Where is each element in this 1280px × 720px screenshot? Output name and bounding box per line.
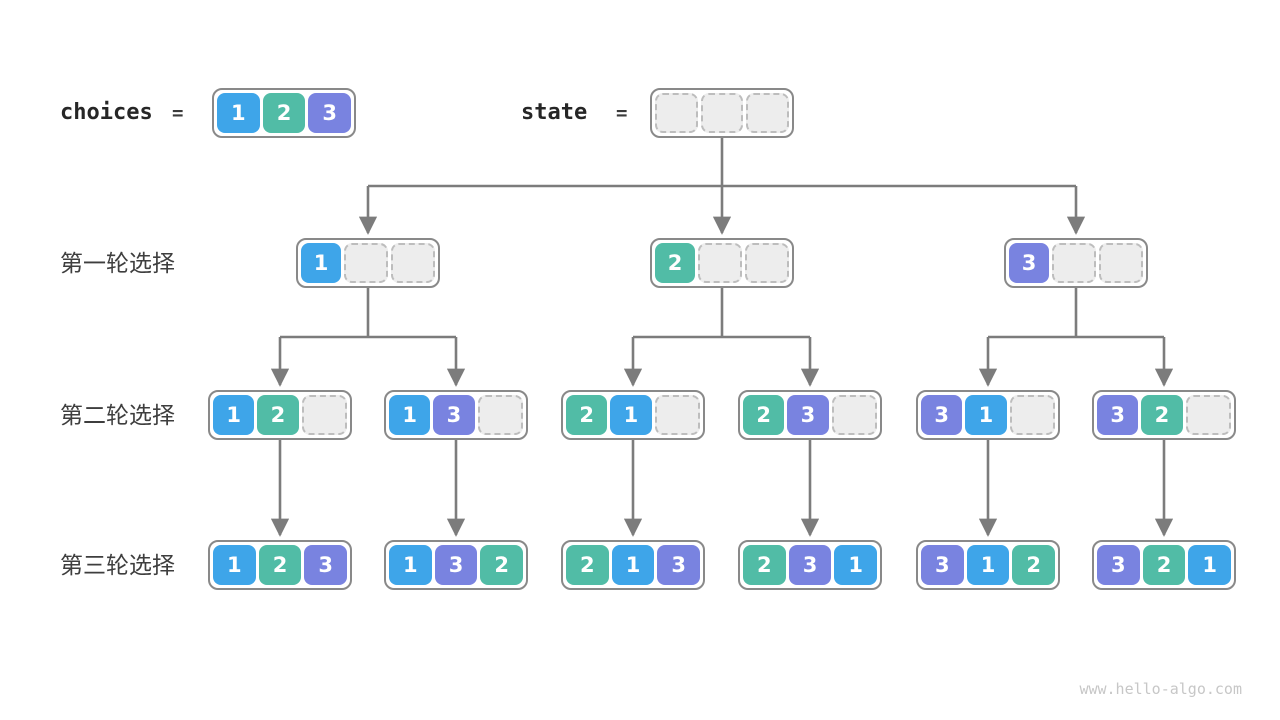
tree-node-round1-1: 1 [296, 238, 440, 288]
value-cell-3: 3 [1097, 545, 1140, 585]
empty-slot [1185, 395, 1231, 435]
value-cell-1: 1 [217, 93, 260, 133]
value-cell-1: 1 [1188, 545, 1232, 585]
value-cell-1: 1 [389, 395, 431, 435]
tree-node-round1-3: 3 [1004, 238, 1148, 288]
empty-slot [1009, 395, 1055, 435]
empty-slot [391, 243, 435, 283]
empty-slot [477, 395, 523, 435]
value-cell-3: 3 [1097, 395, 1139, 435]
empty-slot [745, 243, 789, 283]
value-cell-2: 2 [262, 93, 306, 133]
value-cell-3: 3 [788, 545, 832, 585]
value-cell-1: 1 [966, 545, 1010, 585]
empty-slot [831, 395, 877, 435]
empty-slot [700, 93, 744, 133]
value-cell-1: 1 [389, 545, 432, 585]
choices-label: choices [60, 100, 153, 125]
empty-slot [301, 395, 347, 435]
value-cell-3: 3 [657, 545, 701, 585]
choices-equals-sign: = [172, 102, 184, 124]
empty-slot [698, 243, 742, 283]
value-cell-1: 1 [965, 395, 1007, 435]
value-cell-3: 3 [433, 395, 475, 435]
value-cell-2: 2 [480, 545, 524, 585]
empty-slot [344, 243, 388, 283]
state-array-box [650, 88, 794, 138]
round-3-label: 第三轮选择 [60, 552, 175, 578]
value-cell-3: 3 [921, 395, 963, 435]
empty-slot [654, 395, 700, 435]
value-cell-2: 2 [258, 545, 302, 585]
value-cell-2: 2 [1141, 395, 1183, 435]
value-cell-1: 1 [213, 545, 256, 585]
value-cell-1: 1 [301, 243, 341, 283]
empty-slot [1052, 243, 1096, 283]
value-cell-1: 1 [834, 545, 878, 585]
value-cell-3: 3 [787, 395, 829, 435]
value-cell-2: 2 [257, 395, 299, 435]
value-cell-3: 3 [921, 545, 964, 585]
empty-slot [655, 93, 698, 133]
value-cell-2: 2 [566, 545, 609, 585]
value-cell-2: 2 [743, 395, 785, 435]
value-cell-3: 3 [434, 545, 478, 585]
value-cell-2: 2 [566, 395, 608, 435]
value-cell-2: 2 [655, 243, 695, 283]
state-label: state [521, 100, 588, 125]
value-cell-1: 1 [610, 395, 652, 435]
value-cell-2: 2 [1142, 545, 1186, 585]
round-2-label: 第二轮选择 [60, 402, 175, 428]
value-cell-1: 1 [611, 545, 655, 585]
empty-slot [1099, 243, 1143, 283]
value-cell-3: 3 [308, 93, 352, 133]
round-1-label: 第一轮选择 [60, 250, 175, 276]
value-cell-2: 2 [743, 545, 786, 585]
watermark: www.hello-algo.com [1079, 680, 1242, 698]
value-cell-2: 2 [1012, 545, 1056, 585]
value-cell-3: 3 [1009, 243, 1049, 283]
value-cell-1: 1 [213, 395, 255, 435]
tree-node-round1-2: 2 [650, 238, 794, 288]
value-cell-3: 3 [304, 545, 348, 585]
empty-slot [746, 93, 790, 133]
state-equals-sign: = [616, 102, 628, 124]
